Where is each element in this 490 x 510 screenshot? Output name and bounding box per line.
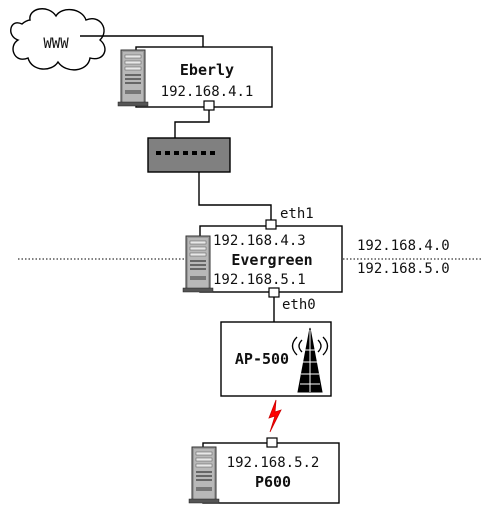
ap500-name: AP-500 bbox=[235, 350, 289, 368]
p600-ip: 192.168.5.2 bbox=[227, 455, 320, 471]
internet-label: WWW bbox=[43, 36, 69, 52]
evergreen-ip-upper: 192.168.4.3 bbox=[213, 233, 306, 249]
node-p600[interactable]: 192.168.5.2 P600 bbox=[188, 437, 340, 504]
eberly-box bbox=[135, 46, 273, 108]
evergreen-eth1-label: eth1 bbox=[280, 206, 314, 222]
p600-box bbox=[202, 442, 340, 504]
lightning-bolt-icon bbox=[268, 399, 282, 433]
link-eberly-switch bbox=[174, 110, 210, 138]
p600-name: P600 bbox=[255, 473, 291, 491]
node-evergreen[interactable]: 192.168.4.3 Evergreen 192.168.5.1 eth1 e… bbox=[182, 206, 343, 313]
eberly-name: Eberly bbox=[180, 61, 234, 79]
link-cloud-eberly bbox=[80, 35, 204, 47]
node-ap500[interactable]: AP-500 bbox=[220, 321, 332, 397]
server-tower-icon bbox=[182, 235, 214, 293]
p600-port[interactable] bbox=[266, 437, 278, 448]
node-eberly[interactable]: Eberly 192.168.4.1 bbox=[117, 46, 273, 111]
switch-ports bbox=[156, 151, 215, 155]
evergreen-eth0-label: eth0 bbox=[282, 297, 316, 313]
network-switch-icon bbox=[147, 137, 231, 173]
evergreen-eth0-port[interactable] bbox=[268, 287, 280, 298]
evergreen-box bbox=[199, 225, 343, 293]
server-tower-icon bbox=[117, 49, 149, 107]
network-lower-label: 192.168.5.0 bbox=[357, 261, 450, 277]
network-upper-label: 192.168.4.0 bbox=[357, 238, 450, 254]
evergreen-name: Evergreen bbox=[231, 251, 312, 269]
internet-cloud[interactable]: WWW bbox=[10, 8, 106, 71]
link-switch-evergreen bbox=[198, 172, 272, 220]
evergreen-ip-lower: 192.168.5.1 bbox=[213, 272, 306, 288]
radio-tower-icon bbox=[291, 327, 329, 393]
eberly-port[interactable] bbox=[203, 100, 215, 111]
network-switch[interactable] bbox=[147, 137, 231, 173]
cloud-icon bbox=[10, 8, 106, 71]
eberly-ip: 192.168.4.1 bbox=[161, 84, 254, 100]
evergreen-eth1-port[interactable] bbox=[265, 219, 277, 230]
server-tower-icon bbox=[188, 446, 220, 504]
